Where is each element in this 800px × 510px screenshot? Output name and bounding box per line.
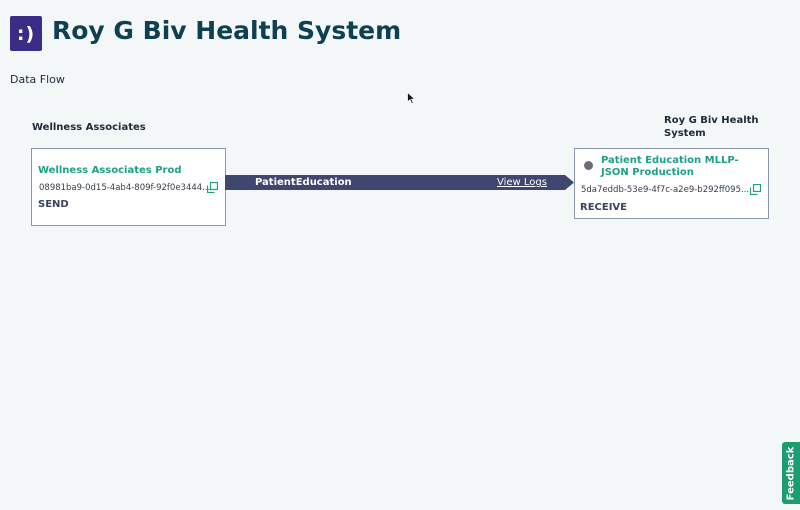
source-endpoint-id: 08981ba9-0d15-4ab4-809f-92f0e3444... bbox=[39, 183, 211, 193]
cursor-icon bbox=[407, 92, 416, 105]
view-logs-link[interactable]: View Logs bbox=[497, 177, 547, 188]
section-title: Data Flow bbox=[10, 73, 65, 86]
destination-endpoint-card: Patient Education MLLP-JSON Production 5… bbox=[574, 148, 769, 219]
feedback-button[interactable]: Feedback bbox=[782, 442, 800, 504]
destination-endpoint-name[interactable]: Patient Education MLLP-JSON Production bbox=[601, 155, 739, 178]
copy-icon[interactable] bbox=[207, 182, 218, 193]
copy-icon[interactable] bbox=[750, 184, 761, 195]
data-flow-arrow bbox=[225, 175, 574, 190]
status-dot-icon bbox=[584, 161, 593, 170]
source-endpoint-card: Wellness Associates Prod 08981ba9-0d15-4… bbox=[31, 148, 226, 226]
page-title: Roy G Biv Health System bbox=[52, 16, 402, 45]
logo-text: :) bbox=[16, 22, 36, 45]
destination-org-label: Roy G Biv Health System bbox=[664, 115, 759, 139]
destination-role: RECEIVE bbox=[580, 202, 627, 213]
source-endpoint-name[interactable]: Wellness Associates Prod bbox=[38, 165, 182, 176]
destination-endpoint-id: 5da7eddb-53e9-4f7c-a2e9-b292ff095... bbox=[581, 185, 750, 195]
source-role: SEND bbox=[38, 199, 69, 210]
flow-label: PatientEducation bbox=[255, 177, 352, 188]
logo-icon: :) bbox=[10, 16, 42, 51]
feedback-label: Feedback bbox=[785, 446, 797, 500]
source-org-label: Wellness Associates bbox=[32, 122, 146, 133]
